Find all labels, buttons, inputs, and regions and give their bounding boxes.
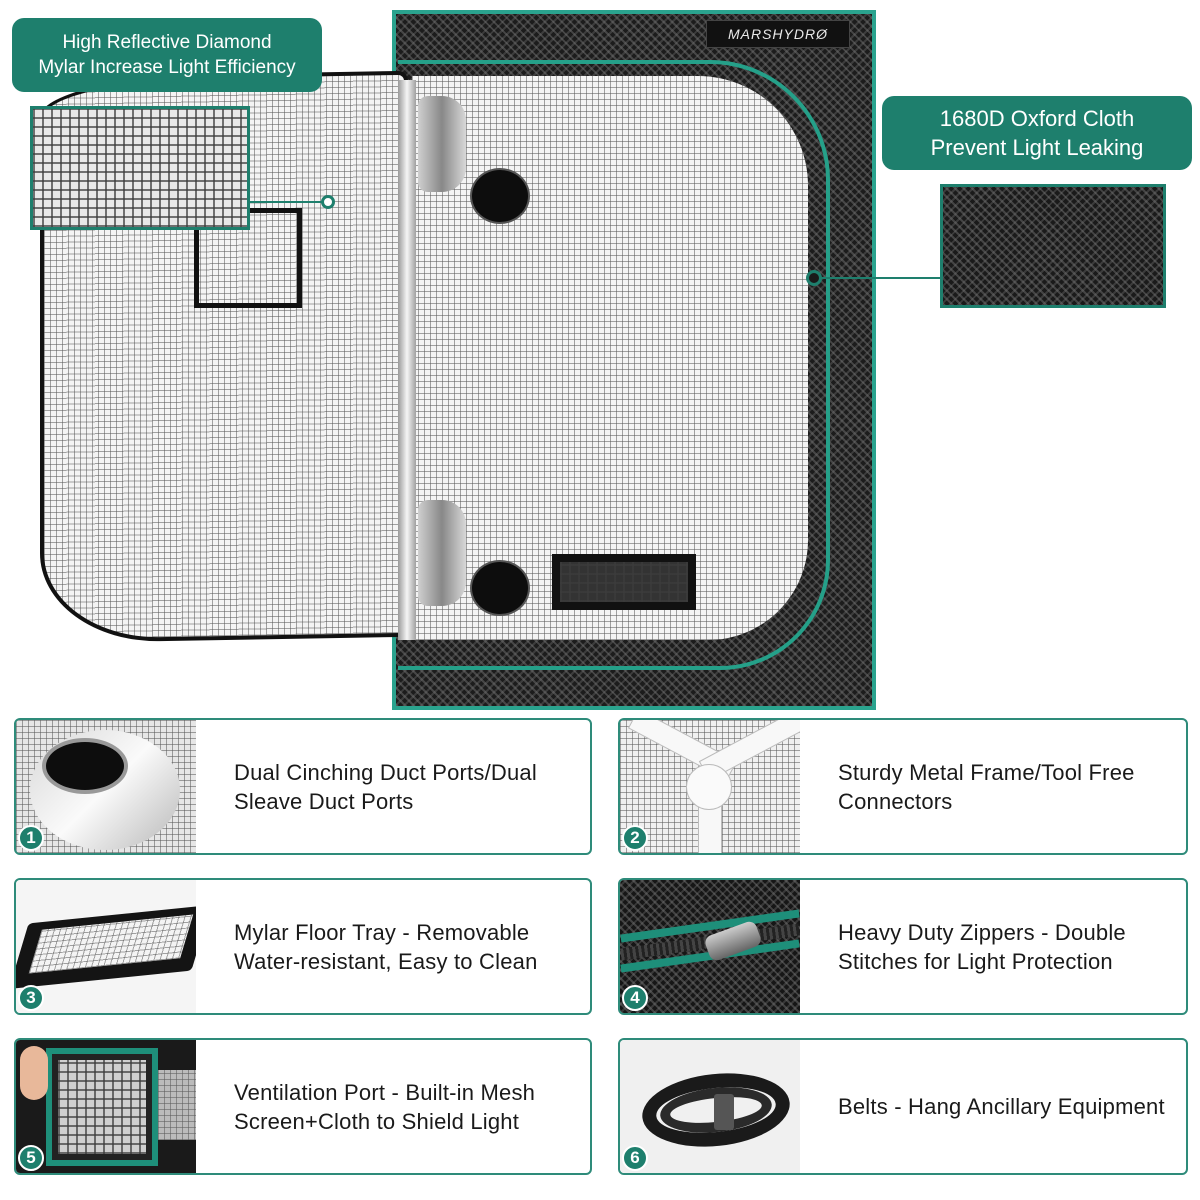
feature-number-4: 4 <box>622 985 648 1011</box>
feature-text: Dual Cinching Duct Ports/Dual Sleave Duc… <box>234 759 537 814</box>
floor-tray-photo <box>16 880 196 1013</box>
frame-pole <box>398 80 416 640</box>
lower-duct-port <box>470 560 530 616</box>
feature-card-floor-tray: 3 Mylar Floor Tray - Removable Water-res… <box>14 878 592 1015</box>
mylar-connector-line <box>250 201 324 203</box>
duct-port-photo <box>16 720 196 853</box>
mylar-connector-dot <box>321 195 335 209</box>
feature-text: Ventilation Port - Built-in Mesh Screen+… <box>234 1079 536 1134</box>
oxford-swatch <box>940 184 1166 308</box>
mylar-swatch <box>30 106 250 230</box>
vent-mesh-window <box>552 554 696 610</box>
feature-card-vent-port: 5 Ventilation Port - Built-in Mesh Scree… <box>14 1038 592 1175</box>
feature-number-5: 5 <box>18 1145 44 1171</box>
brand-logo: MARSHYDRØ <box>706 20 850 48</box>
oxford-connector-dot <box>806 270 822 286</box>
feature-card-zippers: 4 Heavy Duty Zippers - Double Stitches f… <box>618 878 1188 1015</box>
feature-text: Heavy Duty Zippers - Double Stitches for… <box>838 919 1126 974</box>
feature-number-2: 2 <box>622 825 648 851</box>
oxford-callout: 1680D Oxford Cloth Prevent Light Leaking <box>882 96 1192 170</box>
feature-card-metal-frame: 2 Sturdy Metal Frame/Tool Free Connector… <box>618 718 1188 855</box>
mylar-interior <box>412 76 808 640</box>
zipper-track <box>398 60 830 670</box>
feature-card-duct-ports: 1 Dual Cinching Duct Ports/Dual Sleave D… <box>14 718 592 855</box>
feature-text: Mylar Floor Tray - Removable Water-resis… <box>234 919 538 974</box>
zipper-photo <box>620 880 800 1013</box>
upper-duct-port <box>470 168 530 224</box>
belts-photo <box>620 1040 800 1173</box>
feature-text: Sturdy Metal Frame/Tool Free Connectors <box>838 759 1135 814</box>
lower-duct-sleeve <box>418 500 466 606</box>
feature-card-belts: 6 Belts - Hang Ancillary Equipment <box>618 1038 1188 1175</box>
tent-illustration: MARSHYDRØ High Reflective Diamond Mylar … <box>12 10 1192 710</box>
frame-connector-photo <box>620 720 800 853</box>
feature-number-3: 3 <box>18 985 44 1011</box>
feature-text: Belts - Hang Ancillary Equipment <box>838 1094 1165 1119</box>
feature-number-6: 6 <box>622 1145 648 1171</box>
mylar-callout: High Reflective Diamond Mylar Increase L… <box>12 18 322 92</box>
upper-duct-sleeve <box>418 96 466 192</box>
feature-number-1: 1 <box>18 825 44 851</box>
oxford-connector-line <box>818 277 940 279</box>
vent-port-photo <box>16 1040 196 1173</box>
